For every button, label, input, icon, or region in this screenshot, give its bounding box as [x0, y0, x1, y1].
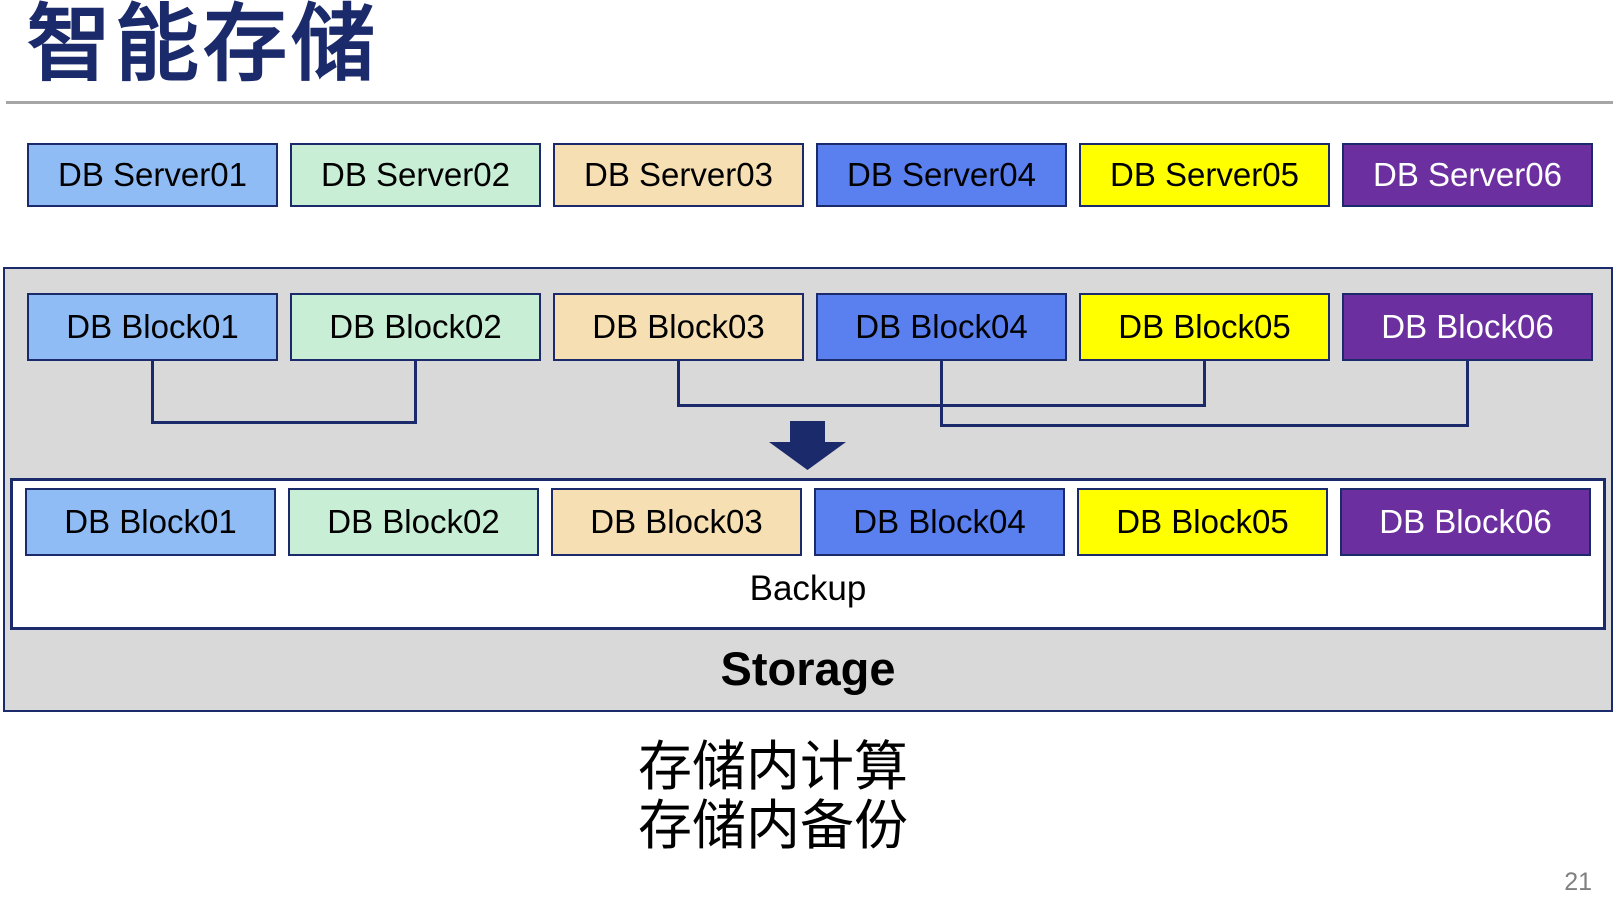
db-block-top-3: DB Block03: [553, 293, 804, 361]
title-underline: [6, 101, 1613, 104]
db-server-box-2: DB Server02: [290, 143, 541, 207]
db-block-bottom-6: DB Block06: [1340, 488, 1591, 556]
backup-box: DB Block01 DB Block02 DB Block03 DB Bloc…: [10, 478, 1606, 630]
connector-line-v6: [1466, 361, 1469, 427]
connector-line-v5: [1203, 361, 1206, 407]
db-block-top-4: DB Block04: [816, 293, 1067, 361]
caption: 存储内计算 存储内备份: [638, 738, 908, 856]
connector-line-v3: [677, 361, 680, 407]
db-block-row-top: DB Block01 DB Block02 DB Block03 DB Bloc…: [27, 293, 1593, 361]
storage-label: Storage: [720, 642, 896, 695]
connector-line-h1: [151, 421, 417, 424]
db-block-bottom-5: DB Block05: [1077, 488, 1328, 556]
connector-line-v1: [151, 361, 154, 424]
db-block-bottom-1: DB Block01: [25, 488, 276, 556]
db-server-box-4: DB Server04: [816, 143, 1067, 207]
db-block-bottom-2: DB Block02: [288, 488, 539, 556]
caption-line-1: 存储内计算: [638, 737, 908, 797]
down-arrow-icon: [769, 421, 846, 470]
db-server-box-6: DB Server06: [1342, 143, 1593, 207]
page-title: 智能存储: [27, 0, 380, 91]
db-block-top-1: DB Block01: [27, 293, 278, 361]
db-block-bottom-4: DB Block04: [814, 488, 1065, 556]
db-server-box-5: DB Server05: [1079, 143, 1330, 207]
db-block-top-2: DB Block02: [290, 293, 541, 361]
db-block-top-6: DB Block06: [1342, 293, 1593, 361]
caption-line-2: 存储内备份: [638, 796, 908, 856]
db-block-bottom-3: DB Block03: [551, 488, 802, 556]
db-server-row: DB Server01 DB Server02 DB Server03 DB S…: [27, 143, 1593, 207]
db-server-box-3: DB Server03: [553, 143, 804, 207]
connector-line-h3: [940, 424, 1469, 427]
db-block-row-bottom: DB Block01 DB Block02 DB Block03 DB Bloc…: [25, 488, 1591, 556]
storage-container: DB Block01 DB Block02 DB Block03 DB Bloc…: [3, 267, 1613, 712]
backup-label: Backup: [749, 569, 867, 608]
connector-line-v2: [414, 361, 417, 424]
db-block-top-5: DB Block05: [1079, 293, 1330, 361]
page-number: 21: [1564, 868, 1592, 896]
connector-line-v4: [940, 361, 943, 427]
db-server-box-1: DB Server01: [27, 143, 278, 207]
